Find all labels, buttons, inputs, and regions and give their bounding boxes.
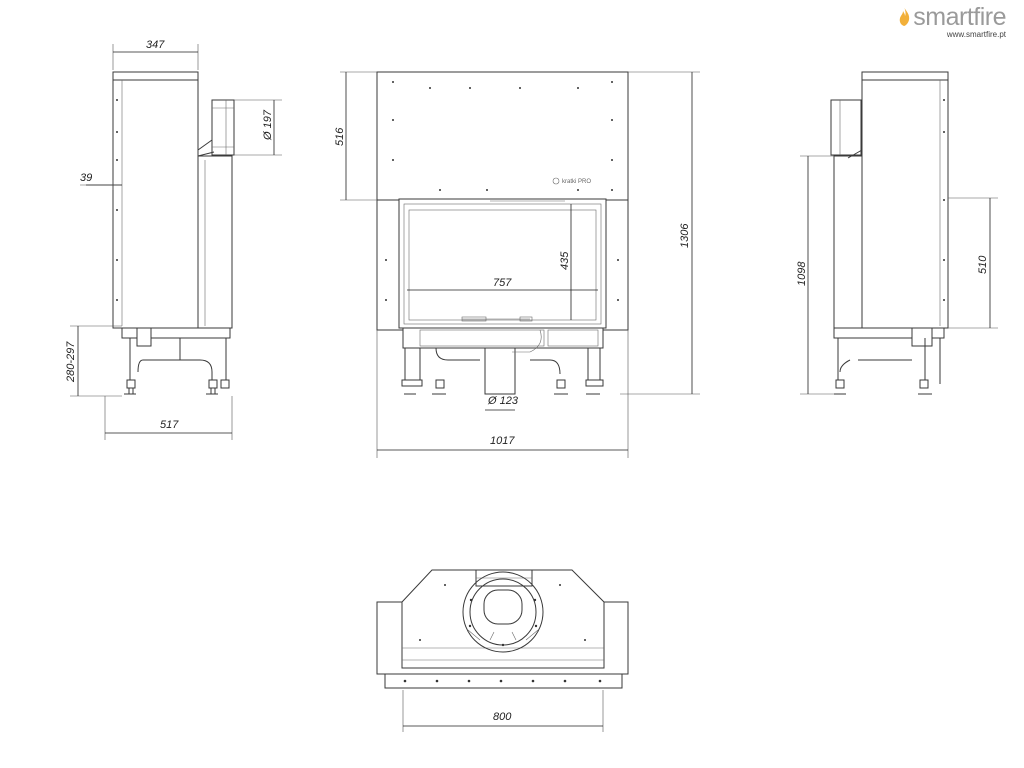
dim-1017: 1017 (490, 435, 515, 447)
dim-39: 39 (80, 172, 92, 184)
right-side-view (830, 71, 949, 395)
right-dimensions: 1098 510 (796, 155, 998, 395)
left-dimensions: 347 Ø 197 39 280-297 517 (65, 39, 282, 440)
dim-516: 516 (334, 127, 346, 146)
dim-1306: 1306 (679, 223, 691, 248)
brand-name: smartfire (913, 3, 1006, 31)
dim-leg-height: 280-297 (65, 341, 77, 383)
dim-air-inlet: Ø 123 (487, 395, 519, 407)
bottom-view (376, 569, 629, 689)
dim-800: 800 (493, 711, 512, 723)
left-side-view (112, 71, 235, 395)
front-view: kratki PRO (376, 71, 629, 395)
dim-347: 347 (146, 39, 165, 51)
dim-1098: 1098 (796, 261, 808, 286)
flame-icon (900, 8, 910, 26)
dim-435: 435 (559, 251, 571, 270)
brand-url: www.smartfire.pt (946, 30, 1006, 39)
front-dimensions: 516 435 757 1306 Ø 123 1017 (334, 71, 700, 458)
dim-flue-197: Ø 197 (262, 109, 274, 141)
dim-757: 757 (493, 277, 512, 289)
door-logo: kratki PRO (562, 179, 591, 185)
bottom-dimensions: 800 (402, 690, 604, 732)
brand-logo: smartfire www.smartfire.pt (898, 4, 1006, 39)
dim-510: 510 (977, 255, 989, 274)
dim-517: 517 (160, 419, 179, 431)
